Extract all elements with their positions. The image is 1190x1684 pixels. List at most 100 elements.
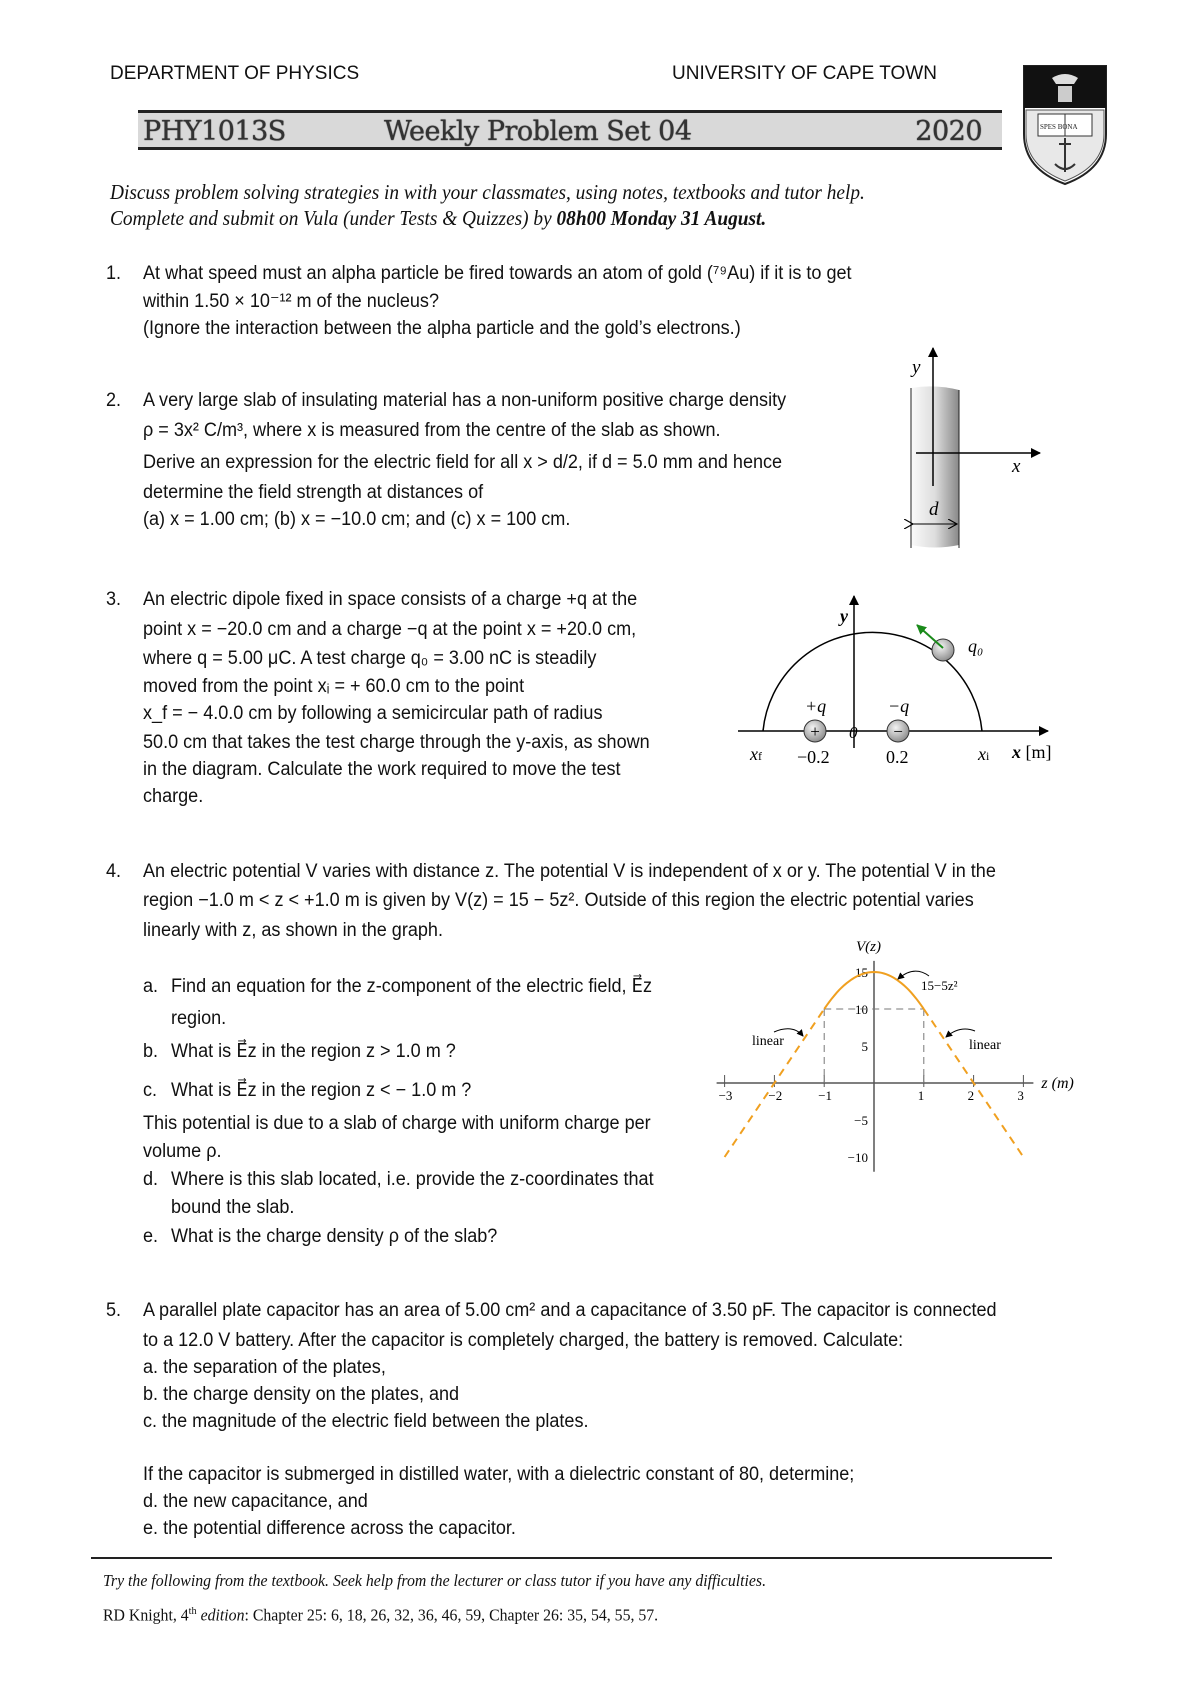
question-4-part: region. (171, 1008, 227, 1029)
intro-line-deadline: Complete and submit on Vula (under Tests… (110, 207, 766, 229)
page-title: Weekly Problem Set 04 (384, 116, 692, 147)
pos-tick-label: 0.2 (886, 747, 909, 767)
question-3-line: charge. (143, 786, 204, 807)
question-5-line: to a 12.0 V battery. After the capacitor… (143, 1330, 904, 1351)
linear-annotation-right: linear (969, 1038, 1001, 1053)
question-4-part: This potential is due to a slab of charg… (143, 1113, 651, 1134)
origin-label: 0 (849, 723, 858, 742)
question-5-line: d. the new capacitance, and (143, 1491, 368, 1512)
deadline: 08h00 Monday 31 August. (556, 206, 767, 230)
question-4-part: Where is this slab located, i.e. provide… (171, 1169, 654, 1190)
question-5-line: If the capacitor is submerged in distill… (143, 1464, 855, 1485)
question-3-line: An electric dipole fixed in space consis… (143, 589, 638, 610)
series-2 (922, 1008, 1025, 1158)
question-2-line: determine the field strength at distance… (143, 482, 484, 503)
question-5-line: a. the separation of the plates, (143, 1357, 386, 1378)
z-tick-label: −2 (768, 1088, 782, 1103)
z-tick-label: −3 (719, 1088, 733, 1103)
z-tick-label: 3 (1017, 1088, 1024, 1103)
semicircular-path (762, 631, 983, 732)
part-label: b. (143, 1041, 159, 1062)
x-axis-label: x [m] (1011, 742, 1052, 762)
university-label: UNIVERSITY OF CAPE TOWN (672, 63, 937, 84)
xi-label: xi (977, 744, 990, 764)
question-3-line: moved from the point xᵢ = + 60.0 cm to t… (143, 676, 525, 697)
plus-q-label: +q (805, 696, 826, 716)
slab (911, 386, 959, 548)
ref-edition: edition (196, 1605, 245, 1625)
part-label: e. (143, 1226, 159, 1247)
neg-tick-label: −0.2 (797, 747, 830, 767)
v-tick-label: 5 (862, 1039, 869, 1054)
year-label: 2020 (915, 116, 982, 147)
question-number: 4. (106, 861, 122, 882)
slab-x-label: x (1011, 456, 1021, 477)
direction-arrow (916, 624, 944, 649)
question-1-line: (Ignore the interaction between the alph… (143, 318, 741, 339)
part-label: a. (143, 976, 159, 997)
series-0 (823, 970, 925, 1010)
question-number: 1. (106, 263, 122, 284)
z-tick-label: −1 (818, 1088, 832, 1103)
parabola-annotation: 15−5z² (921, 978, 958, 993)
series-1 (723, 1008, 826, 1158)
v-tick-label: −5 (854, 1113, 868, 1128)
linear-annotation-left: linear (752, 1034, 784, 1049)
question-number: 5. (106, 1300, 122, 1321)
slab-d-label: d (929, 499, 939, 520)
linear-pointer-left (773, 1028, 804, 1037)
question-5-line: b. the charge density on the plates, and (143, 1384, 460, 1405)
question-4-part: What is the charge density ρ of the slab… (171, 1226, 498, 1247)
question-4-line: linearly with z, as shown in the graph. (143, 920, 443, 941)
reference-lines (823, 1008, 925, 1083)
x-axis-title: z (m) (1040, 1075, 1073, 1092)
question-4-line: region −1.0 m < z < +1.0 m is given by V… (143, 890, 974, 911)
question-5-line: A parallel plate capacitor has an area o… (143, 1300, 997, 1321)
course-code: PHY1013S (143, 116, 286, 147)
question-3-line: point x = −20.0 cm and a charge −q at th… (143, 619, 637, 640)
y-axis-title: V(z) (856, 939, 881, 955)
uct-crest-logo: SPES BONA (1023, 65, 1107, 186)
positive-charge (803, 719, 827, 743)
department-label: DEPARTMENT OF PHYSICS (110, 63, 360, 84)
question-4-part: Find an equation for the z-component of … (171, 976, 652, 997)
plus-sign: + (810, 722, 820, 741)
z-tick-label: 2 (968, 1088, 975, 1103)
question-2-line: (a) x = 1.00 cm; (b) x = −10.0 cm; and (… (143, 509, 571, 530)
v-tick-label: −10 (848, 1150, 868, 1165)
dipole-diagram: + − y q₀ +q −q 0 xf −0.2 0.2 xi x [m] (738, 595, 1052, 767)
question-1-line: At what speed must an alpha particle be … (143, 263, 852, 284)
question-number: 2. (106, 390, 122, 411)
question-2-line: A very large slab of insulating material… (143, 390, 787, 411)
part-label: c. (143, 1080, 158, 1101)
xf-label: xf (749, 744, 762, 764)
footer-divider (91, 1557, 1052, 1559)
minus-q-label: −q (888, 696, 909, 716)
title-bar: PHY1013S Weekly Problem Set 04 2020 (138, 110, 1002, 150)
question-4-line: An electric potential V varies with dist… (143, 861, 996, 882)
ref-chapters: : Chapter 25: 6, 18, 26, 32, 36, 46, 59,… (244, 1605, 659, 1625)
question-4-part: volume ρ. (143, 1141, 222, 1162)
footer-note: Try the following from the textbook. See… (103, 1571, 767, 1590)
question-number: 3. (106, 589, 122, 610)
ref-sup: th (188, 1605, 197, 1617)
linear-pointer-right (945, 1028, 976, 1038)
ref-author: RD Knight, 4 (103, 1605, 189, 1625)
question-4-part: What is E⃗z in the region z > 1.0 m ? (171, 1041, 456, 1062)
textbook-reference: RD Knight, 4th edition: Chapter 25: 6, 1… (103, 1600, 658, 1627)
part-label: d. (143, 1169, 159, 1190)
question-3-line: in the diagram. Calculate the work requi… (143, 759, 621, 780)
slab-y-label: y (910, 357, 921, 378)
question-4-part: bound the slab. (171, 1197, 295, 1218)
question-3-line: where q = 5.00 μC. A test charge q₀ = 3.… (143, 648, 597, 669)
question-1-line: within 1.50 × 10⁻¹² m of the nucleus? (143, 291, 439, 312)
intro-text: Complete and submit on Vula (under Tests… (110, 206, 557, 230)
question-2-line: ρ = 3x² C/m³, where x is measured from t… (143, 420, 721, 441)
dipole-y-label: y (838, 606, 849, 626)
question-3-line: x_f = − 4.0.0 cm by following a semicirc… (143, 703, 603, 724)
z-tick-label: 1 (918, 1088, 925, 1103)
crest-motto: SPES BONA (1040, 123, 1078, 131)
